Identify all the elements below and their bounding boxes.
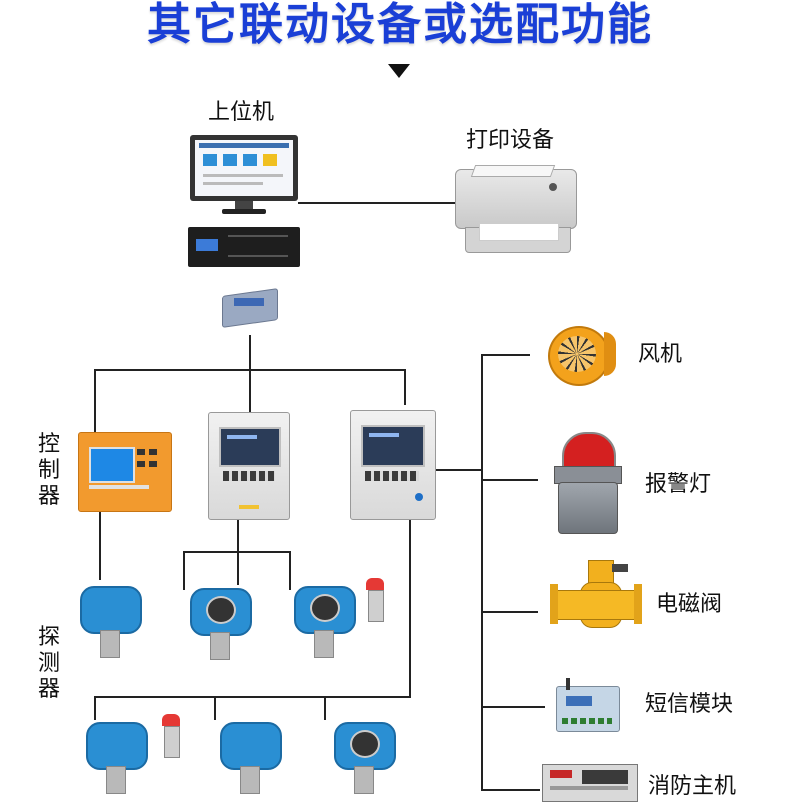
controller-label: 控制器 bbox=[38, 432, 61, 509]
converter-module-icon bbox=[222, 288, 278, 328]
detector-alarm-icon bbox=[84, 714, 184, 800]
controller-orange-icon bbox=[78, 432, 172, 512]
alarm-light-icon bbox=[548, 426, 628, 540]
fan-label: 风机 bbox=[638, 342, 683, 367]
server-case-icon bbox=[188, 227, 300, 267]
alarm-light-label: 报警灯 bbox=[645, 472, 712, 497]
printer-icon bbox=[455, 165, 577, 257]
solenoid-valve-icon bbox=[550, 560, 642, 644]
solenoid-valve-label: 电磁阀 bbox=[656, 592, 723, 617]
host-computer bbox=[188, 135, 300, 275]
detector-icon bbox=[218, 714, 282, 800]
controller-white-1-icon bbox=[208, 412, 290, 520]
controller-white-2-icon bbox=[350, 410, 436, 520]
page-title: 其它联动设备或选配功能 bbox=[147, 0, 653, 50]
sms-module-label: 短信模块 bbox=[645, 692, 734, 717]
detector-display-icon bbox=[332, 714, 396, 800]
down-arrow-icon bbox=[388, 64, 410, 78]
sms-module-icon bbox=[556, 678, 620, 734]
detector-label: 探测器 bbox=[38, 625, 61, 702]
fan-icon bbox=[542, 322, 618, 386]
detector-icon bbox=[78, 580, 142, 662]
printer-label: 打印设备 bbox=[466, 128, 555, 153]
monitor-icon bbox=[190, 135, 298, 201]
detector-alarm-icon bbox=[292, 578, 392, 664]
detector-display-icon bbox=[188, 582, 252, 664]
fire-host-label: 消防主机 bbox=[648, 774, 737, 799]
fire-host-icon bbox=[542, 764, 638, 802]
host-pc-label: 上位机 bbox=[208, 100, 275, 125]
